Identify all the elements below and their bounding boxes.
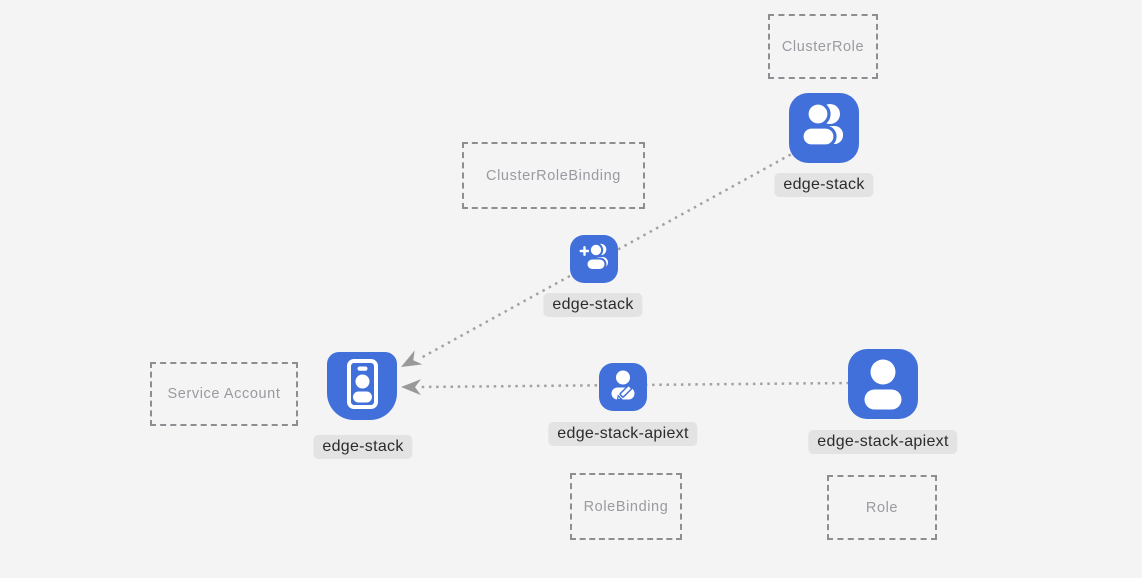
user-edit-icon [599, 361, 647, 414]
node-clusterrolebinding-edge-stack [570, 235, 618, 283]
user-plus-icon [570, 233, 618, 286]
node-label: edge-stack-apiext [817, 433, 949, 450]
node-label: edge-stack-apiext [557, 425, 689, 442]
type-box-label: Service Account [167, 386, 281, 402]
type-box-service-account: Service Account [150, 362, 298, 426]
node-label-chip: edge-stack-apiext [548, 422, 698, 446]
type-box-clusterrolebinding: ClusterRoleBinding [462, 142, 645, 209]
node-role-edge-stack-apiext [848, 349, 918, 419]
node-rolebinding-edge-stack-apiext [599, 363, 647, 411]
type-box-clusterrole: ClusterRole [768, 14, 878, 79]
arrowhead-diagonal [401, 350, 423, 367]
node-label: edge-stack [783, 176, 865, 193]
type-box-label: ClusterRoleBinding [486, 167, 621, 184]
node-clusterrole-edge-stack [789, 93, 859, 163]
node-label-chip: edge-stack-apiext [808, 430, 958, 454]
node-label-chip: edge-stack [313, 435, 413, 459]
type-box-role: Role [827, 475, 937, 540]
user-icon [848, 347, 918, 422]
id-badge-icon [327, 350, 397, 423]
type-box-rolebinding: RoleBinding [570, 473, 682, 540]
type-box-label: Role [865, 499, 899, 516]
node-label-chip: edge-stack [774, 173, 874, 197]
arrowhead-horizontal [401, 379, 422, 396]
node-label: edge-stack [552, 296, 634, 313]
type-box-label: RoleBinding [583, 498, 669, 515]
node-label: edge-stack [322, 438, 404, 455]
node-serviceaccount-edge-stack [327, 352, 397, 420]
node-label-chip: edge-stack [543, 293, 643, 317]
user-group-icon [789, 91, 859, 166]
type-box-label: ClusterRole [781, 38, 865, 55]
